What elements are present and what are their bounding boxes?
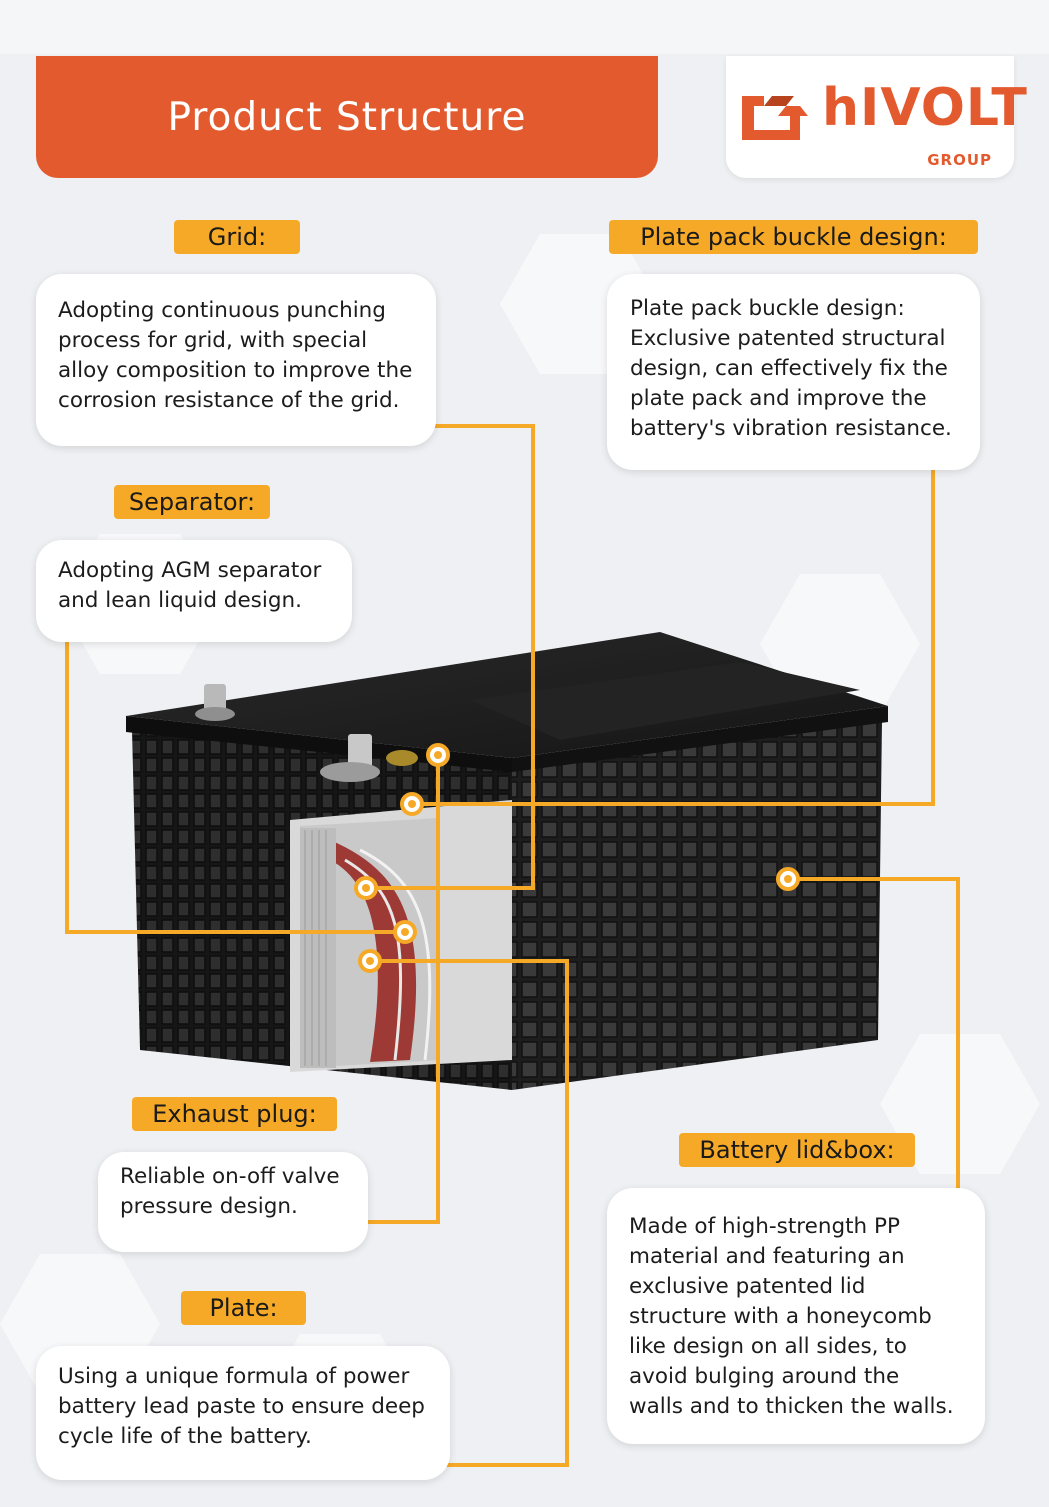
exhaust-line: Reliable on-off valve [120, 1164, 340, 1189]
plate-card: Using a unique formula of power battery … [36, 1346, 450, 1480]
plate-line: Using a unique formula of power [58, 1364, 410, 1389]
logo-wordmark: hIVOLT [822, 78, 1028, 138]
plate-pack-tag: Plate pack buckle design: [609, 220, 978, 254]
page-title: Product Structure [167, 94, 527, 140]
plate-pack-line: Plate pack buckle design: [630, 296, 905, 321]
lid-box-line: walls and to thicken the walls. [629, 1394, 954, 1419]
lid-box-line: like design on all sides, to [629, 1334, 907, 1359]
grid-line: Adopting continuous punching [58, 298, 386, 323]
grid-line: corrosion resistance of the grid. [58, 388, 400, 413]
title-banner: Product Structure [36, 56, 658, 178]
grid-line: alloy composition to improve the [58, 358, 413, 383]
logo-card: hIVOLT GROUP [726, 56, 1027, 178]
grid-tag: Grid: [174, 220, 300, 254]
top-bar [0, 0, 1049, 54]
grid-line: process for grid, with special [58, 328, 368, 353]
lid-box-card: Made of high-strength PP material and fe… [607, 1188, 985, 1444]
logo-group-text: GROUP [927, 151, 992, 169]
lid-box-line: structure with a honeycomb [629, 1304, 932, 1329]
lid-box-line: material and featuring an [629, 1244, 905, 1269]
plate-pack-line: design, can effectively fix the [630, 356, 948, 381]
separator-card: Adopting AGM separator and lean liquid d… [36, 540, 352, 642]
plate-pack-line: Exclusive patented structural [630, 326, 946, 351]
exhaust-line: pressure design. [120, 1194, 298, 1219]
separator-line: and lean liquid design. [58, 588, 302, 613]
plate-line: battery lead paste to ensure deep [58, 1394, 425, 1419]
exhaust-tag: Exhaust plug: [132, 1097, 337, 1131]
separator-tag: Separator: [114, 485, 270, 519]
plate-tag: Plate: [181, 1291, 306, 1325]
lid-box-line: avoid bulging around the [629, 1364, 900, 1389]
plate-pack-line: plate pack and improve the [630, 386, 927, 411]
lid-box-line: Made of high-strength PP [629, 1214, 900, 1239]
grid-card: Adopting continuous punching process for… [36, 274, 436, 446]
exhaust-card: Reliable on-off valve pressure design. [98, 1152, 368, 1252]
plate-line: cycle life of the battery. [58, 1424, 312, 1449]
separator-line: Adopting AGM separator [58, 558, 322, 583]
lid-box-tag: Battery lid&box: [679, 1133, 915, 1167]
lid-box-line: exclusive patented lid [629, 1274, 866, 1299]
battery-front-face [512, 718, 882, 1090]
hivolt-logo-icon [742, 96, 808, 140]
exhaust-plug-part [386, 750, 418, 766]
plate-pack-line: battery's vibration resistance. [630, 416, 952, 441]
plate-pack-card: Plate pack buckle design: Exclusive pate… [607, 274, 980, 470]
